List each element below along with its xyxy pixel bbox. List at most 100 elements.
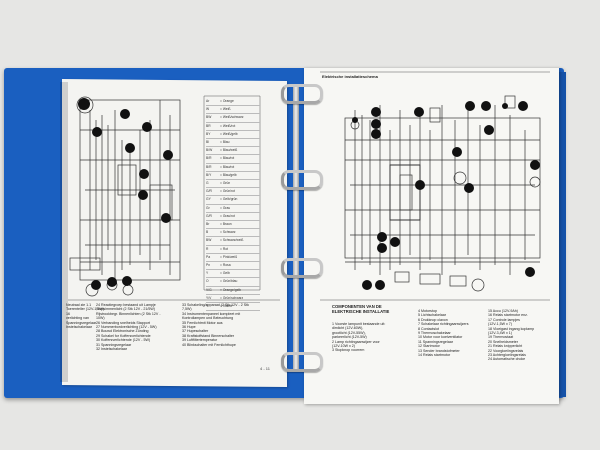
left-wiring [69,96,181,297]
list-item: grootlicht (12V-55W), [332,330,366,335]
left-list-col-right: 24 Reactiegroep bestaand uit Lampje Stop… [96,303,161,351]
list-item: 11 Spanningsregelaar [418,339,453,344]
list-item: 20 Snelheidsmeter [488,339,518,344]
legend-color-name: = Schwarz/weiß [220,238,244,243]
legend-row: BR = Weiß/rot [206,123,260,131]
list-item: (12V-3,4W x 1) [488,331,512,336]
list-item: 37 Hupeschalter [182,329,209,334]
list-item: Spanningsregelaar [66,320,97,325]
right-page-header: Elektrische installatieschema [322,74,378,79]
list-item: 31 Spanningsregelaar [96,342,132,347]
list-item: 7,5W) [182,307,192,312]
binder-ring-2 [281,170,323,190]
legend-row: BW = Schwarz/weiß [206,237,260,246]
legend-row: Bl = Blau [206,139,260,148]
list-item: (12V-1,5W x 7) [488,322,512,327]
list-item: 3 Stopknop voorrem [332,348,365,353]
list-item: 9 Thermoschakelaar [418,331,451,336]
legend-color-name: = Orange/gelb [220,287,241,292]
list-item: 8 Contactslot [418,326,439,331]
legend-code: GY [206,197,211,202]
list-item: 38 Kraftstoffstand Binnerschalter [182,333,235,338]
list-item: 10W) [96,316,105,321]
list-item: 24 Automatische choke [488,357,526,362]
legend-code: BW [206,115,212,120]
list-item: 17 Controle lampjes [488,317,520,322]
list-item: 4 Motorstop [418,309,437,313]
legend-row: BY = Weiß/gelb [206,131,260,140]
legend-color-name: = Blau [220,140,230,145]
legend-row: Y= Violett [206,303,260,312]
legend-code: B/W [206,148,213,153]
legend-code: Br [206,222,210,227]
list-item: 14 Relais startmotor [418,353,451,358]
legend-row: V/G = Orange/gelb [206,287,260,295]
right-list-col2: 4 Motorstop 5 Lichtschakelaar 6 Drukknop… [418,309,469,357]
legend-color-name: = Grün/schwarz [220,295,244,300]
list-item: Toerenteller (12V-1,5W) [66,307,104,312]
list-item: 39 Luftfiltertemperatur [182,338,218,343]
list-item: 32 Instelschakelaar [96,347,127,352]
legend-color-name: = Weiß/gelb [220,131,238,136]
list-item: Rijstrookbegr. Binnenlichten (2 Stk 12V … [96,311,161,316]
legend-color-name: = Gelb/grün [220,197,238,202]
legend-code: R [206,246,209,251]
legend-code: Ar [206,99,210,103]
legend-color-name: = Grün/blau [220,279,238,284]
legend-color-name: = Braun [220,222,232,227]
list-item: Kontrollampen und Beleuchtung [182,316,234,321]
list-item: 28 Bouwd Elektronische Zünding [96,329,149,334]
list-item: 24 Reactiegroep bestaand uit Lampje [96,303,156,307]
list-item: (12V-10W x 2) [332,344,355,349]
legend-row: GY = Gelb/grün [206,196,260,205]
legend-code: Bl [206,140,209,145]
legend-color-name: = Grau/rot [220,213,235,218]
legend-color-name: = Gelb [220,271,230,276]
legend-row: Gr= Grau [206,205,260,213]
legend-row: B= Schwarz [206,229,260,238]
legend-code: BW [206,238,212,243]
legend-code: B [206,230,209,235]
right-list-col1: 1 Voorste lampunit bestaande uit: dimlic… [332,322,385,353]
list-item: 18 Vloeigast ingang koplamp [488,326,535,331]
left-list-col-left: Neutraal zie 1.1 Toerenteller (12V-1,5W)… [66,303,104,329]
legend-row: Pn= Rosa [206,262,260,271]
legend-color-name: = Orange [220,99,234,103]
legend-row: BW= Weiß/schwarz [206,114,260,123]
legend-row: B/R= Blau/rot [206,155,260,164]
legend-code: W [206,107,210,112]
legend-row: Br = Braun [206,221,260,230]
legend-row: Ar = Orange [206,98,260,107]
list-item: 34 Instrumentenpaneel kompleet mit [182,311,241,316]
legend-color-name: = Weiß/rot [220,123,236,128]
list-item: Instelschakelaar [66,325,92,330]
legend-code: Y [206,304,209,309]
list-item: verlichting van [66,316,89,321]
legend-code: Y/V [206,295,212,300]
legend-code: BY [206,131,211,136]
legend-code: B/R [206,164,212,169]
list-item: 15 Accu (12V-9Ah) [488,309,518,313]
legend-row: G= Grün [206,180,260,189]
list-item: 27 Nummerbordverlichting (12V - 5W) [96,325,157,330]
list-item: parkeerlicht (12V-5W) [332,335,367,340]
legend-code: O [206,279,209,284]
legend-code: BR [206,123,211,128]
list-item: 5 Lichtschakelaar [418,313,446,318]
legend-row: Pa= Pink/weiß [206,254,260,263]
legend-row: W= Weiß [206,106,260,115]
list-item: 10 Motor voor koelventilator [418,335,463,340]
list-item: 35 Fernlichtmit Motor aus [182,320,223,325]
legend-code: Pa [206,254,211,259]
legend-code: V/G [206,287,212,292]
legend-color-name: = Blau/gelb [220,172,237,177]
binder-ring-3 [281,258,323,278]
legend-code: Gr [206,205,210,210]
legend-row: Y/V = Grün/schwarz [206,295,260,304]
legend-code: B/Y [206,172,212,177]
legend-color-name: = Rosa [220,263,231,268]
legend-row: B/R= Blau/rot [206,164,260,172]
right-page [304,68,559,404]
list-item: 16 Relais startmotor enz. [488,313,528,318]
